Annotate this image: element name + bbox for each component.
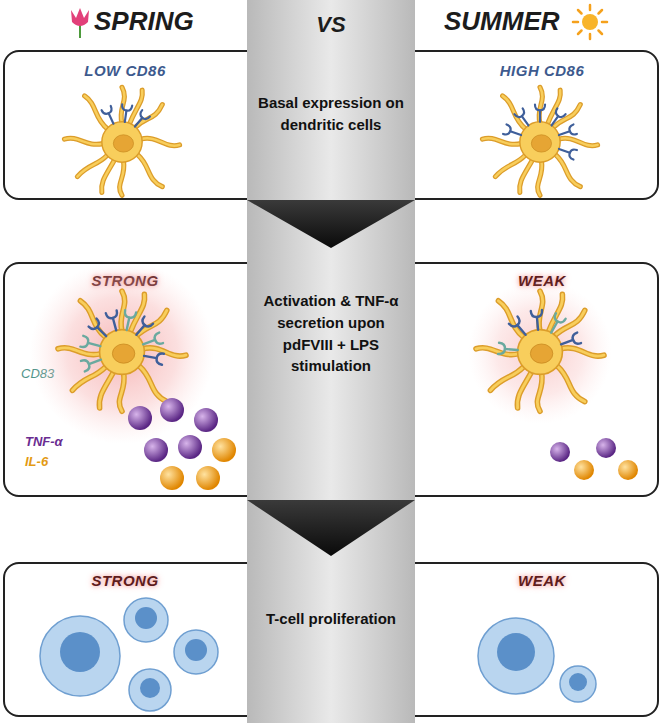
stage-text: Basal expression on dendritic cells: [256, 92, 406, 136]
marker-label: CD83: [21, 366, 81, 381]
cytokine-label: IL-6: [25, 454, 95, 469]
activation-box: STRONG CD83TNF-αIL-6: [3, 262, 265, 497]
activation-box: WEAK: [399, 262, 659, 497]
stage-band: Basal expression on dendritic cellsActiv…: [247, 0, 415, 723]
proliferation-box: STRONG: [3, 562, 265, 717]
box-title: LOW CD86: [25, 62, 225, 79]
box-title: WEAK: [442, 272, 642, 289]
stage-text: T-cell proliferation: [256, 608, 406, 630]
basal-box: LOW CD86: [3, 50, 265, 200]
column-heading: SUMMER: [444, 6, 560, 37]
box-title: WEAK: [442, 572, 642, 589]
box-title: STRONG: [25, 572, 225, 589]
column-heading: SPRING: [94, 6, 194, 37]
proliferation-box: WEAK: [399, 562, 659, 717]
basal-box: HIGH CD86: [399, 50, 659, 200]
box-title: STRONG: [25, 272, 225, 289]
box-title: HIGH CD86: [442, 62, 642, 79]
cytokine-label: TNF-α: [25, 434, 95, 449]
tulip-icon: [71, 8, 89, 38]
column-heading: VS: [316, 12, 345, 38]
sun-icon: [573, 5, 607, 39]
stage-text: Activation & TNF-α secretion upon pdFVII…: [256, 290, 406, 377]
